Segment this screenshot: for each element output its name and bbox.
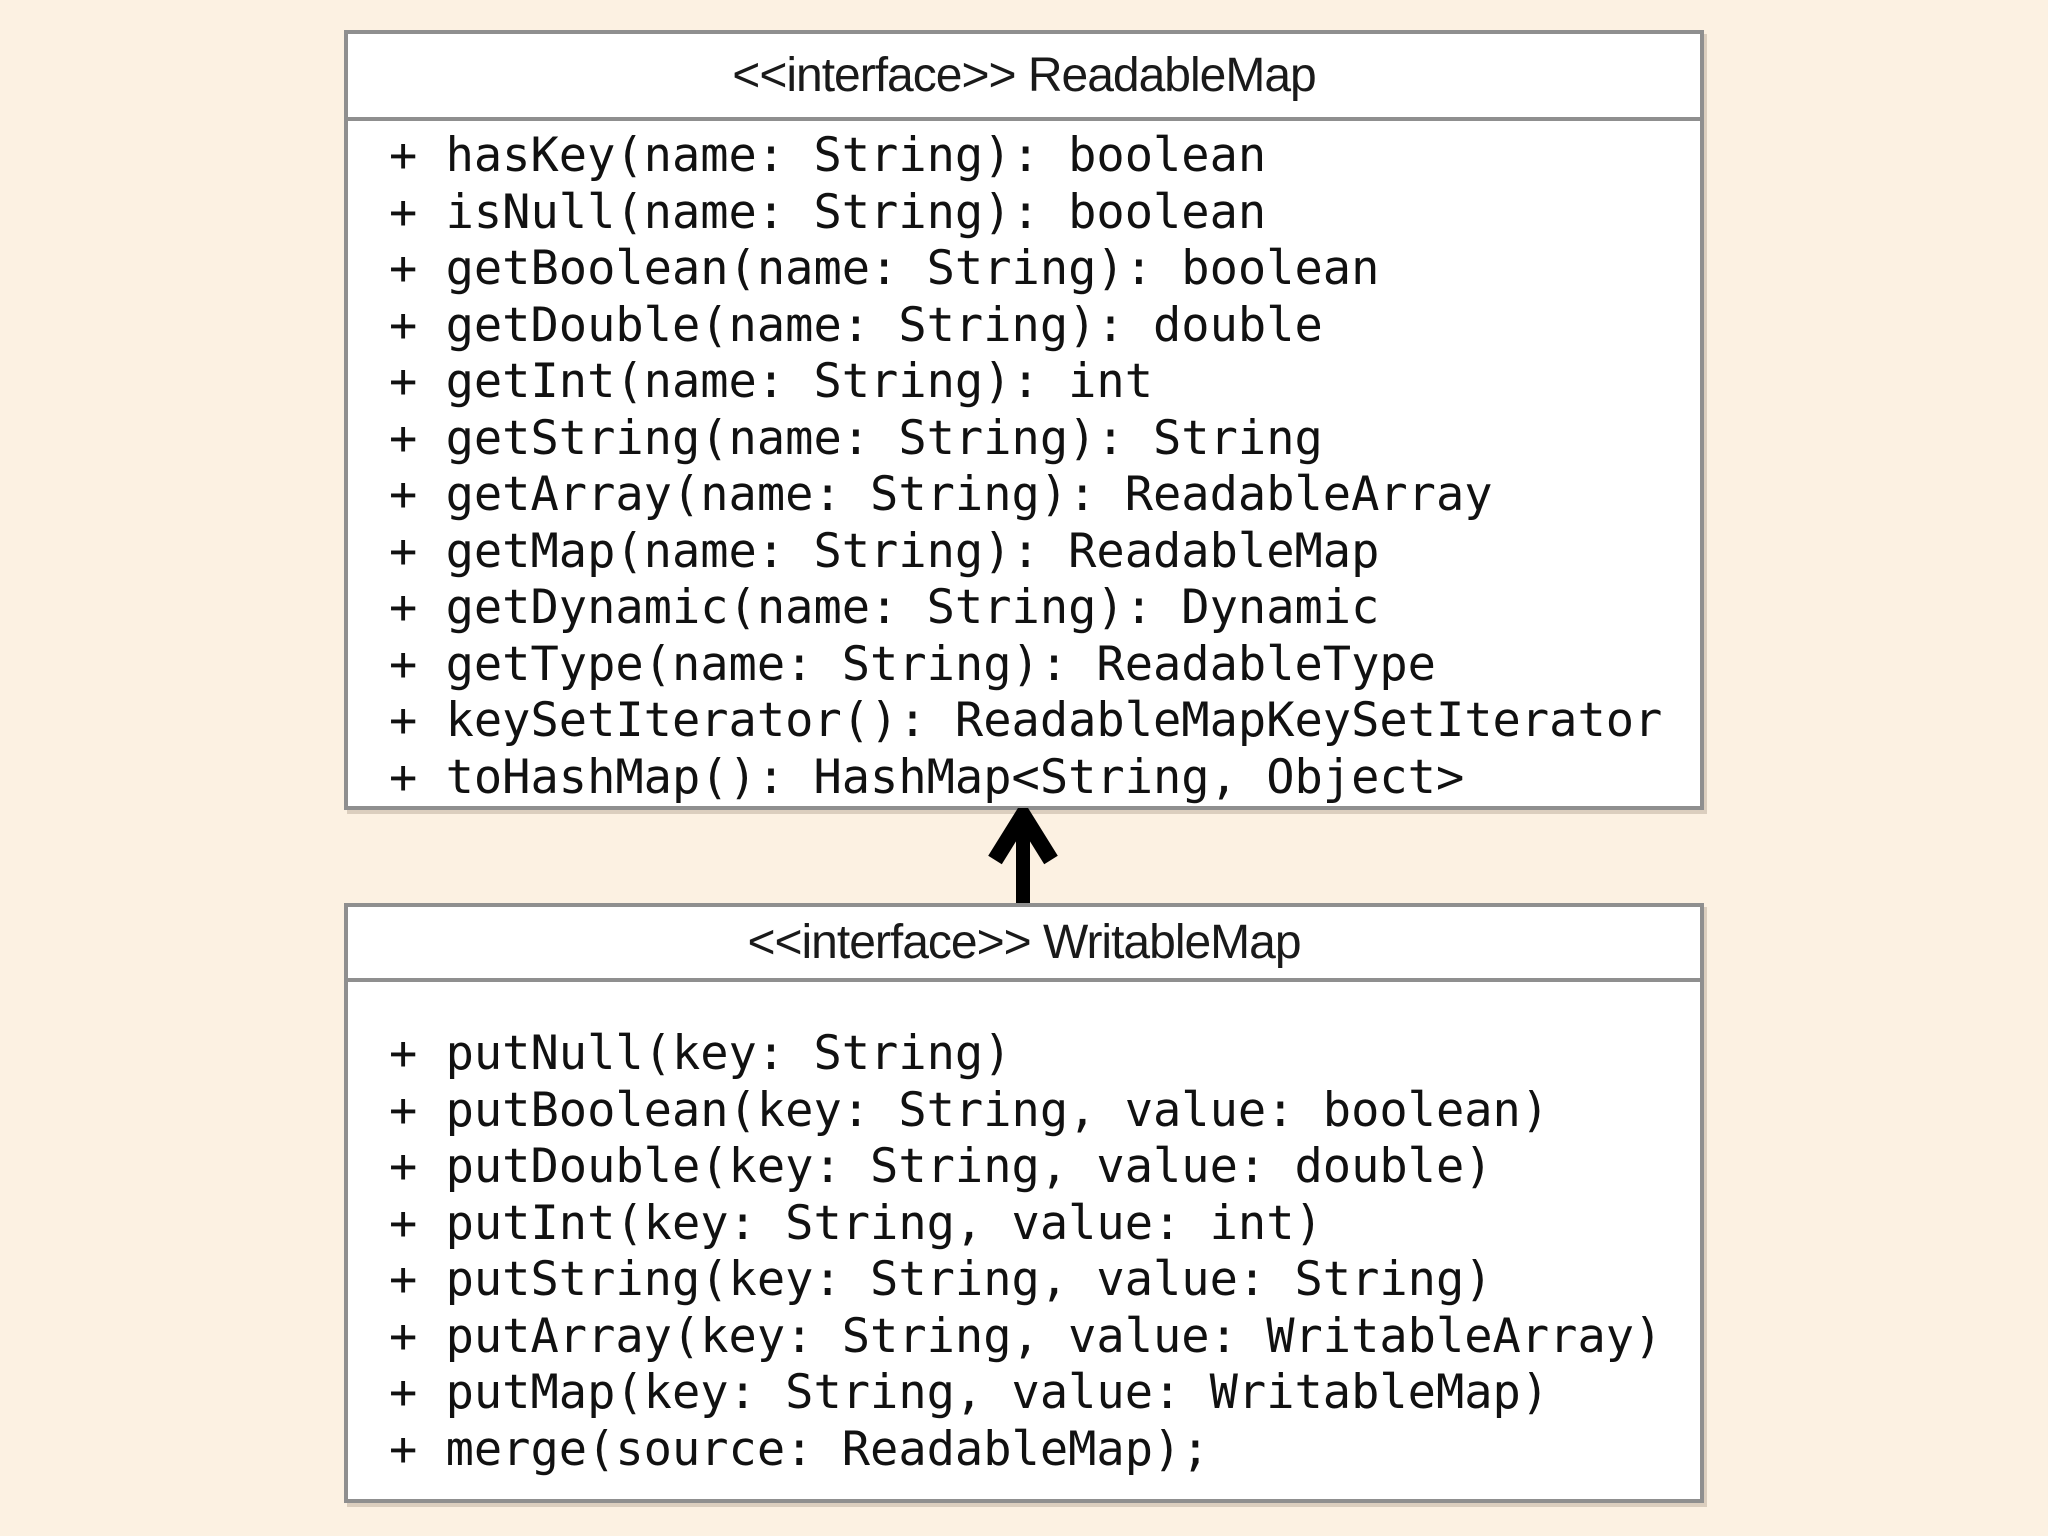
- method-signature: + hasKey(name: String): boolean: [389, 128, 1267, 183]
- uml-class-box-readable-map: <<interface>> ReadableMap + hasKey(name:…: [344, 30, 1704, 810]
- uml-class-box-writable-map: <<interface>> WritableMap + putNull(key:…: [344, 903, 1704, 1503]
- method-signature: + putInt(key: String, value: int): [389, 1195, 1323, 1251]
- method-signature: + toHashMap(): HashMap<String, Object>: [389, 749, 1465, 805]
- writable-map-members: + putNull(key: String)+ putBoolean(key: …: [348, 982, 1700, 1499]
- method-signature: + putMap(key: String, value: WritableMap…: [389, 1365, 1550, 1420]
- method-signature: + getArray(name: String): ReadableArray: [389, 467, 1493, 522]
- method-signature: + keySetIterator(): ReadableMapKeySetIte…: [389, 693, 1663, 748]
- readable-map-members: + hasKey(name: String): boolean+ isNull(…: [348, 121, 1700, 806]
- method-signature: + getDouble(name: String): double: [389, 297, 1323, 353]
- method-signature: + getMap(name: String): ReadableMap: [389, 523, 1380, 579]
- method-signature: + getString(name: String): String: [389, 410, 1323, 466]
- method-signature: + merge(source: ReadableMap);: [389, 1421, 1210, 1477]
- method-signature: + putArray(key: String, value: WritableA…: [389, 1308, 1663, 1364]
- method-signature: + isNull(name: String): boolean: [389, 184, 1267, 240]
- readable-map-title: <<interface>> ReadableMap: [348, 34, 1700, 121]
- method-signature: + putBoolean(key: String, value: boolean…: [389, 1082, 1550, 1138]
- method-signature: + putString(key: String, value: String): [389, 1252, 1493, 1307]
- writable-map-title: <<interface>> WritableMap: [348, 907, 1700, 982]
- method-signature: + getDynamic(name: String): Dynamic: [389, 580, 1380, 635]
- method-signature: + getType(name: String): ReadableType: [389, 636, 1436, 692]
- method-signature: + putNull(key: String): [389, 1026, 1012, 1081]
- extends-arrow-icon: [988, 808, 1058, 904]
- method-signature: + getBoolean(name: String): boolean: [389, 241, 1380, 296]
- method-signature: + getInt(name: String): int: [389, 354, 1154, 409]
- method-signature: + putDouble(key: String, value: double): [389, 1139, 1493, 1194]
